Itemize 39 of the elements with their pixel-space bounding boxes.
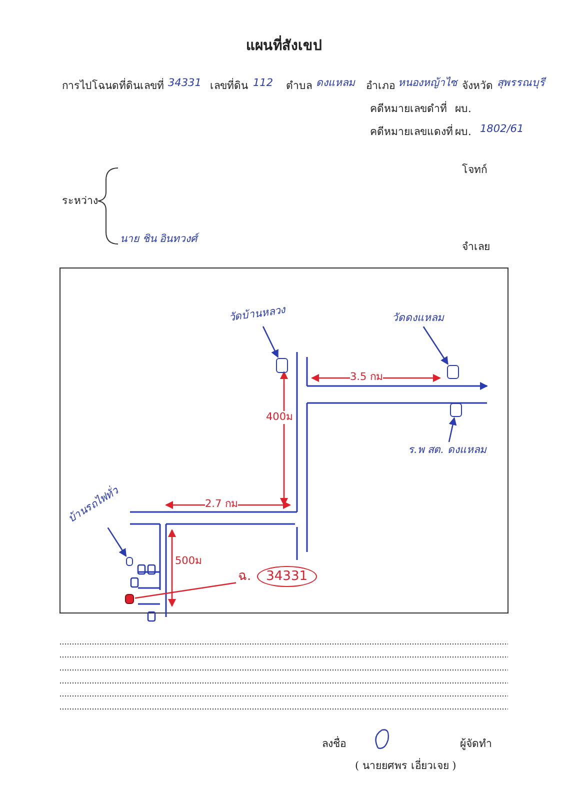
dimension-label: 400ม [266, 411, 294, 424]
handwritten-entry: สุพรรณบุรี [497, 77, 545, 90]
arrow [262, 326, 278, 358]
arrow [422, 326, 448, 365]
handwritten-entry: หนองหญ้าไซ [398, 77, 457, 90]
form-label: อำเภอ [366, 80, 395, 93]
form-label: ตำบล [286, 80, 312, 93]
handwritten-entry: นาย ชิน อินทวงศ์ [120, 233, 198, 246]
landmark-label: วัดดงแหลม [392, 312, 444, 325]
form-label: คดีหมายเลขแดงที่ [370, 126, 453, 139]
form-label: ลงชื่อ [322, 738, 346, 751]
form-label: เลขที่ดิน [210, 80, 248, 93]
building-symbol [450, 403, 462, 417]
handwritten-entry: 34331 [168, 77, 202, 90]
form-label: จังหวัด [462, 80, 493, 93]
handwritten-entry: 112 [253, 77, 274, 90]
form-label: ระหว่าง [62, 195, 98, 208]
plot-marker [125, 594, 134, 604]
leader-line [134, 582, 236, 599]
building-symbol [126, 557, 133, 566]
circled-plot-number: 34331 [257, 566, 316, 587]
form-label: โจทก์ [462, 164, 487, 177]
form-label: จำเลย [462, 241, 490, 254]
handwritten-entry: 1802/61 [480, 123, 524, 136]
building-symbol [276, 358, 288, 373]
landmark-label: วัดบ้านหลวง [228, 304, 286, 324]
dimension-label: 500ม [175, 555, 202, 568]
form-label: ผู้จัดทำ [460, 738, 492, 751]
arrow [448, 417, 457, 442]
form-label: ผบ. [455, 126, 472, 139]
form-label: ผบ. [455, 103, 472, 116]
arrow [107, 527, 127, 557]
form-label: การไปโฉนดที่ดินเลขที่ [62, 80, 164, 93]
building-symbol [447, 365, 459, 379]
form-label: ( นายยศพร เอี่ยวเจย ) [355, 760, 456, 773]
handwritten-entry: ดงแหลม [316, 77, 355, 90]
form-label: คดีหมายเลขดำที่ [370, 103, 447, 116]
landmark-label: ร.พ สต. ดงแหลม [408, 444, 486, 457]
plot-prefix: ฉ. [238, 568, 252, 586]
